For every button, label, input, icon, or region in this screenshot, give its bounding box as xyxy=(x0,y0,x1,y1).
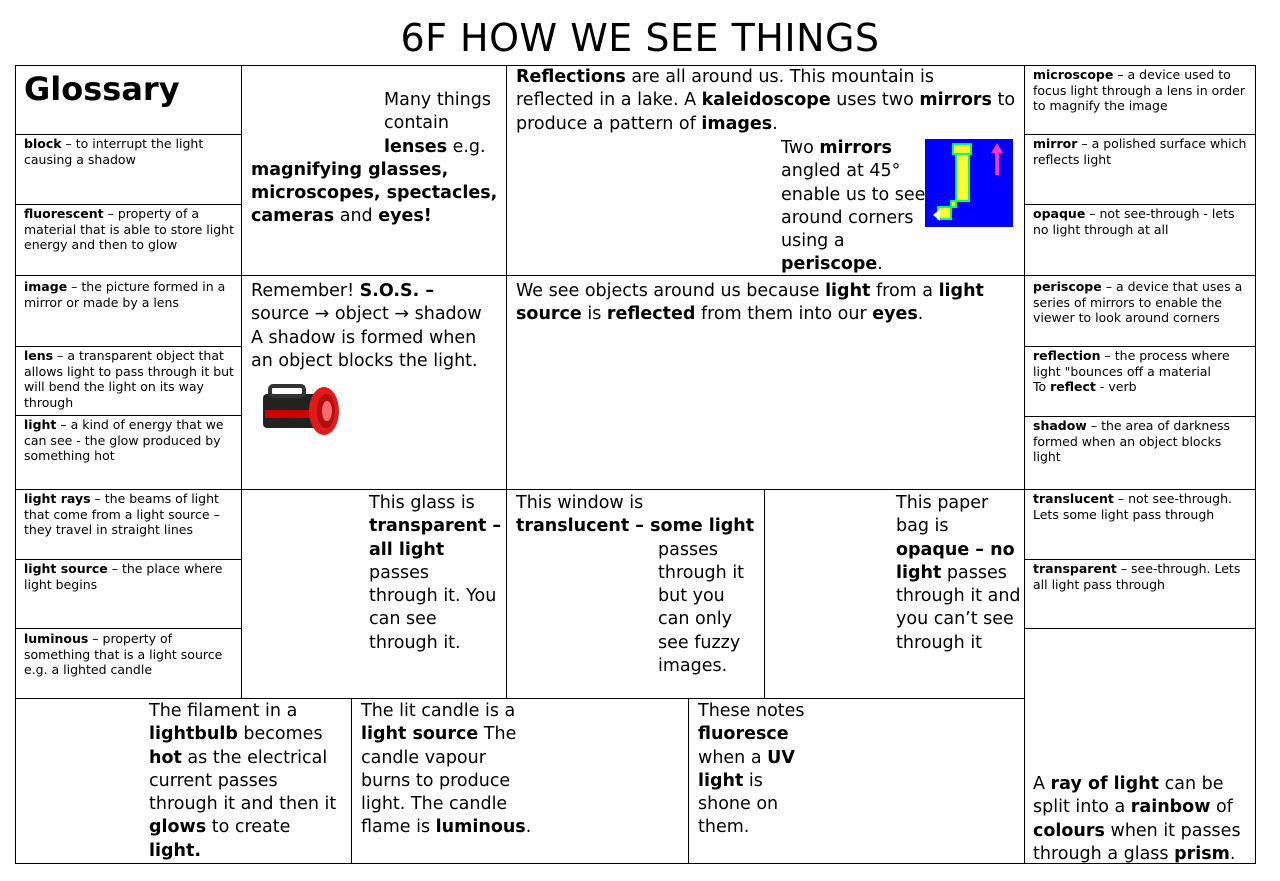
uv-notes-text: These notes fluoresce when a UV light is… xyxy=(698,701,805,838)
lenses-text: Many things contain lenses e.g. magnifyi… xyxy=(251,90,498,227)
glossary-entry-fluorescent: fluorescent – property of a material tha… xyxy=(24,206,235,252)
glossary-heading: Glossary xyxy=(24,70,180,108)
filament-text: The filament in a lightbulb becomes hot … xyxy=(149,701,337,861)
glossary-entry-luminous: luminous – property of something that is… xyxy=(24,631,223,677)
glossary-entry-mirror: mirror – a polished surface which reflec… xyxy=(1033,136,1247,167)
glossary-entry-reflection: reflection – the process where light "bo… xyxy=(1033,348,1230,394)
glossary-entry-opaque: opaque – not see-through - lets no light… xyxy=(1033,206,1235,237)
periscope-text: Two mirrors angled at 45° enable us to s… xyxy=(781,138,926,275)
sos-text: Remember! S.O.S. – source → object → sha… xyxy=(251,281,482,371)
page-title: 6F HOW WE SEE THINGS xyxy=(400,16,880,60)
glossary-entry-light-rays: light rays – the beams of light that com… xyxy=(24,491,220,537)
torch-image xyxy=(263,384,339,435)
opaque-paper-bag-text: This paper bag is opaque – no light pass… xyxy=(896,493,1021,653)
glossary-entry-microscope: microscope – a device used to focus ligh… xyxy=(1033,67,1245,113)
glossary-entry-block: block – to interrupt the light causing a… xyxy=(24,136,204,167)
glossary-entry-image: image – the picture formed in a mirror o… xyxy=(24,279,226,310)
glossary-entry-transparent: transparent – see-through. Lets all ligh… xyxy=(1033,561,1241,592)
glossary-entry-light: light – a kind of energy that we can see… xyxy=(24,417,224,463)
glossary-entry-light-source: light source – the place where light beg… xyxy=(24,561,223,592)
translucent-window-text: This window is translucent – some light … xyxy=(516,493,755,677)
candle-text: The lit candle is a light source The can… xyxy=(361,701,532,838)
reflections-text: Reflections are all around us. This moun… xyxy=(516,67,1016,134)
periscope-image xyxy=(925,139,1013,227)
glossary-entry-lens: lens – a transparent object that allows … xyxy=(24,348,234,410)
glossary-entry-periscope: periscope – a device that uses a series … xyxy=(1033,279,1243,325)
glossary-entry-translucent: translucent – not see-through. Lets some… xyxy=(1033,491,1232,522)
rainbow-text: A ray of light can be split into a rainb… xyxy=(1033,774,1241,864)
glossary-entry-shadow: shadow – the area of darkness formed whe… xyxy=(1033,418,1231,464)
see-objects-text: We see objects around us because light f… xyxy=(516,281,984,325)
transparent-glass-text: This glass is transparent – all light pa… xyxy=(369,493,502,653)
